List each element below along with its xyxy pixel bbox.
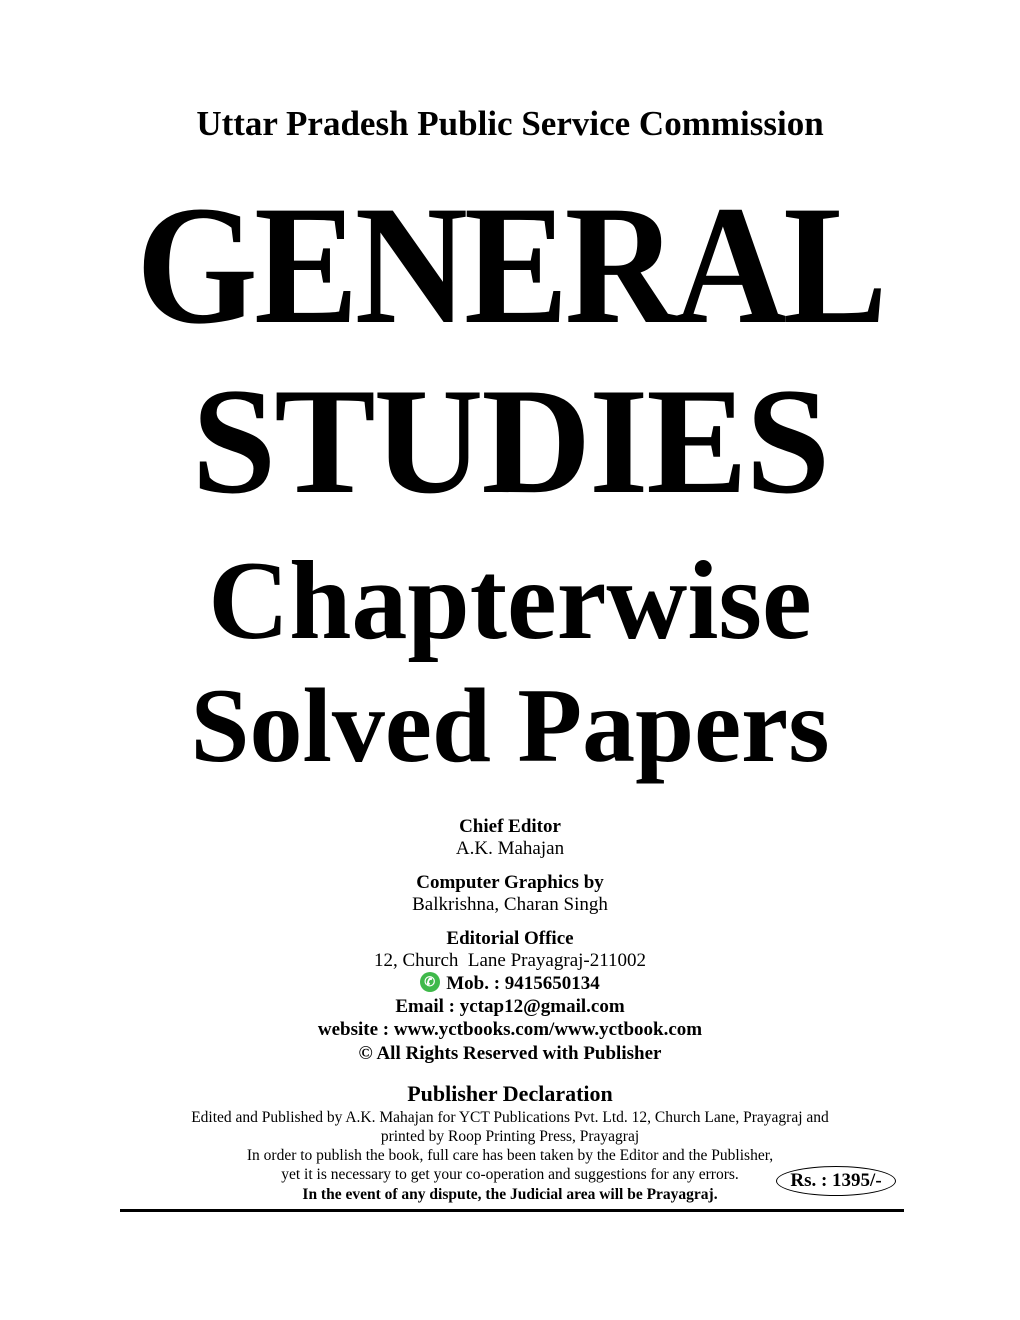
subtitle-chapterwise: Chapterwise: [208, 539, 812, 663]
mobile-number: Mob. : 9415650134: [446, 973, 600, 994]
title-general: GENERAL: [136, 171, 887, 359]
declaration-line: printed by Roop Printing Press, Prayagra…: [380, 1128, 640, 1145]
title-studies: STUDIES: [191, 357, 831, 525]
graphics-label: Computer Graphics by: [416, 872, 604, 893]
rights: © All Rights Reserved with Publisher: [358, 1043, 662, 1064]
website: website : www.yctbooks.com/www.yctbook.c…: [317, 1019, 703, 1040]
office-address: 12, Church Lane Prayagraj-211002: [373, 950, 647, 971]
declaration-line-bold: In the event of any dispute, the Judicia…: [302, 1186, 718, 1203]
declaration-line: Edited and Published by A.K. Mahajan for…: [191, 1109, 829, 1126]
declaration-heading: Publisher Declaration: [407, 1081, 613, 1106]
price-badge: Rs. : 1395/-: [776, 1166, 896, 1196]
declaration-line: In order to publish the book, full care …: [246, 1147, 774, 1164]
declaration-line: yet it is necessary to get your co-opera…: [281, 1166, 739, 1183]
chief-editor-label: Chief Editor: [459, 816, 561, 837]
mobile-line: Mob. : 9415650134: [0, 972, 1020, 995]
office-label: Editorial Office: [446, 928, 574, 949]
email: Email : yctap12@gmail.com: [395, 996, 625, 1017]
bottom-divider: [120, 1209, 904, 1212]
subtitle-solved-papers: Solved Papers: [190, 667, 830, 784]
graphics-credits: Balkrishna, Charan Singh: [412, 894, 608, 915]
organization-title: Uttar Pradesh Public Service Commission: [196, 104, 824, 143]
chief-editor: A.K. Mahajan: [455, 838, 565, 859]
whatsapp-icon: [420, 972, 441, 992]
